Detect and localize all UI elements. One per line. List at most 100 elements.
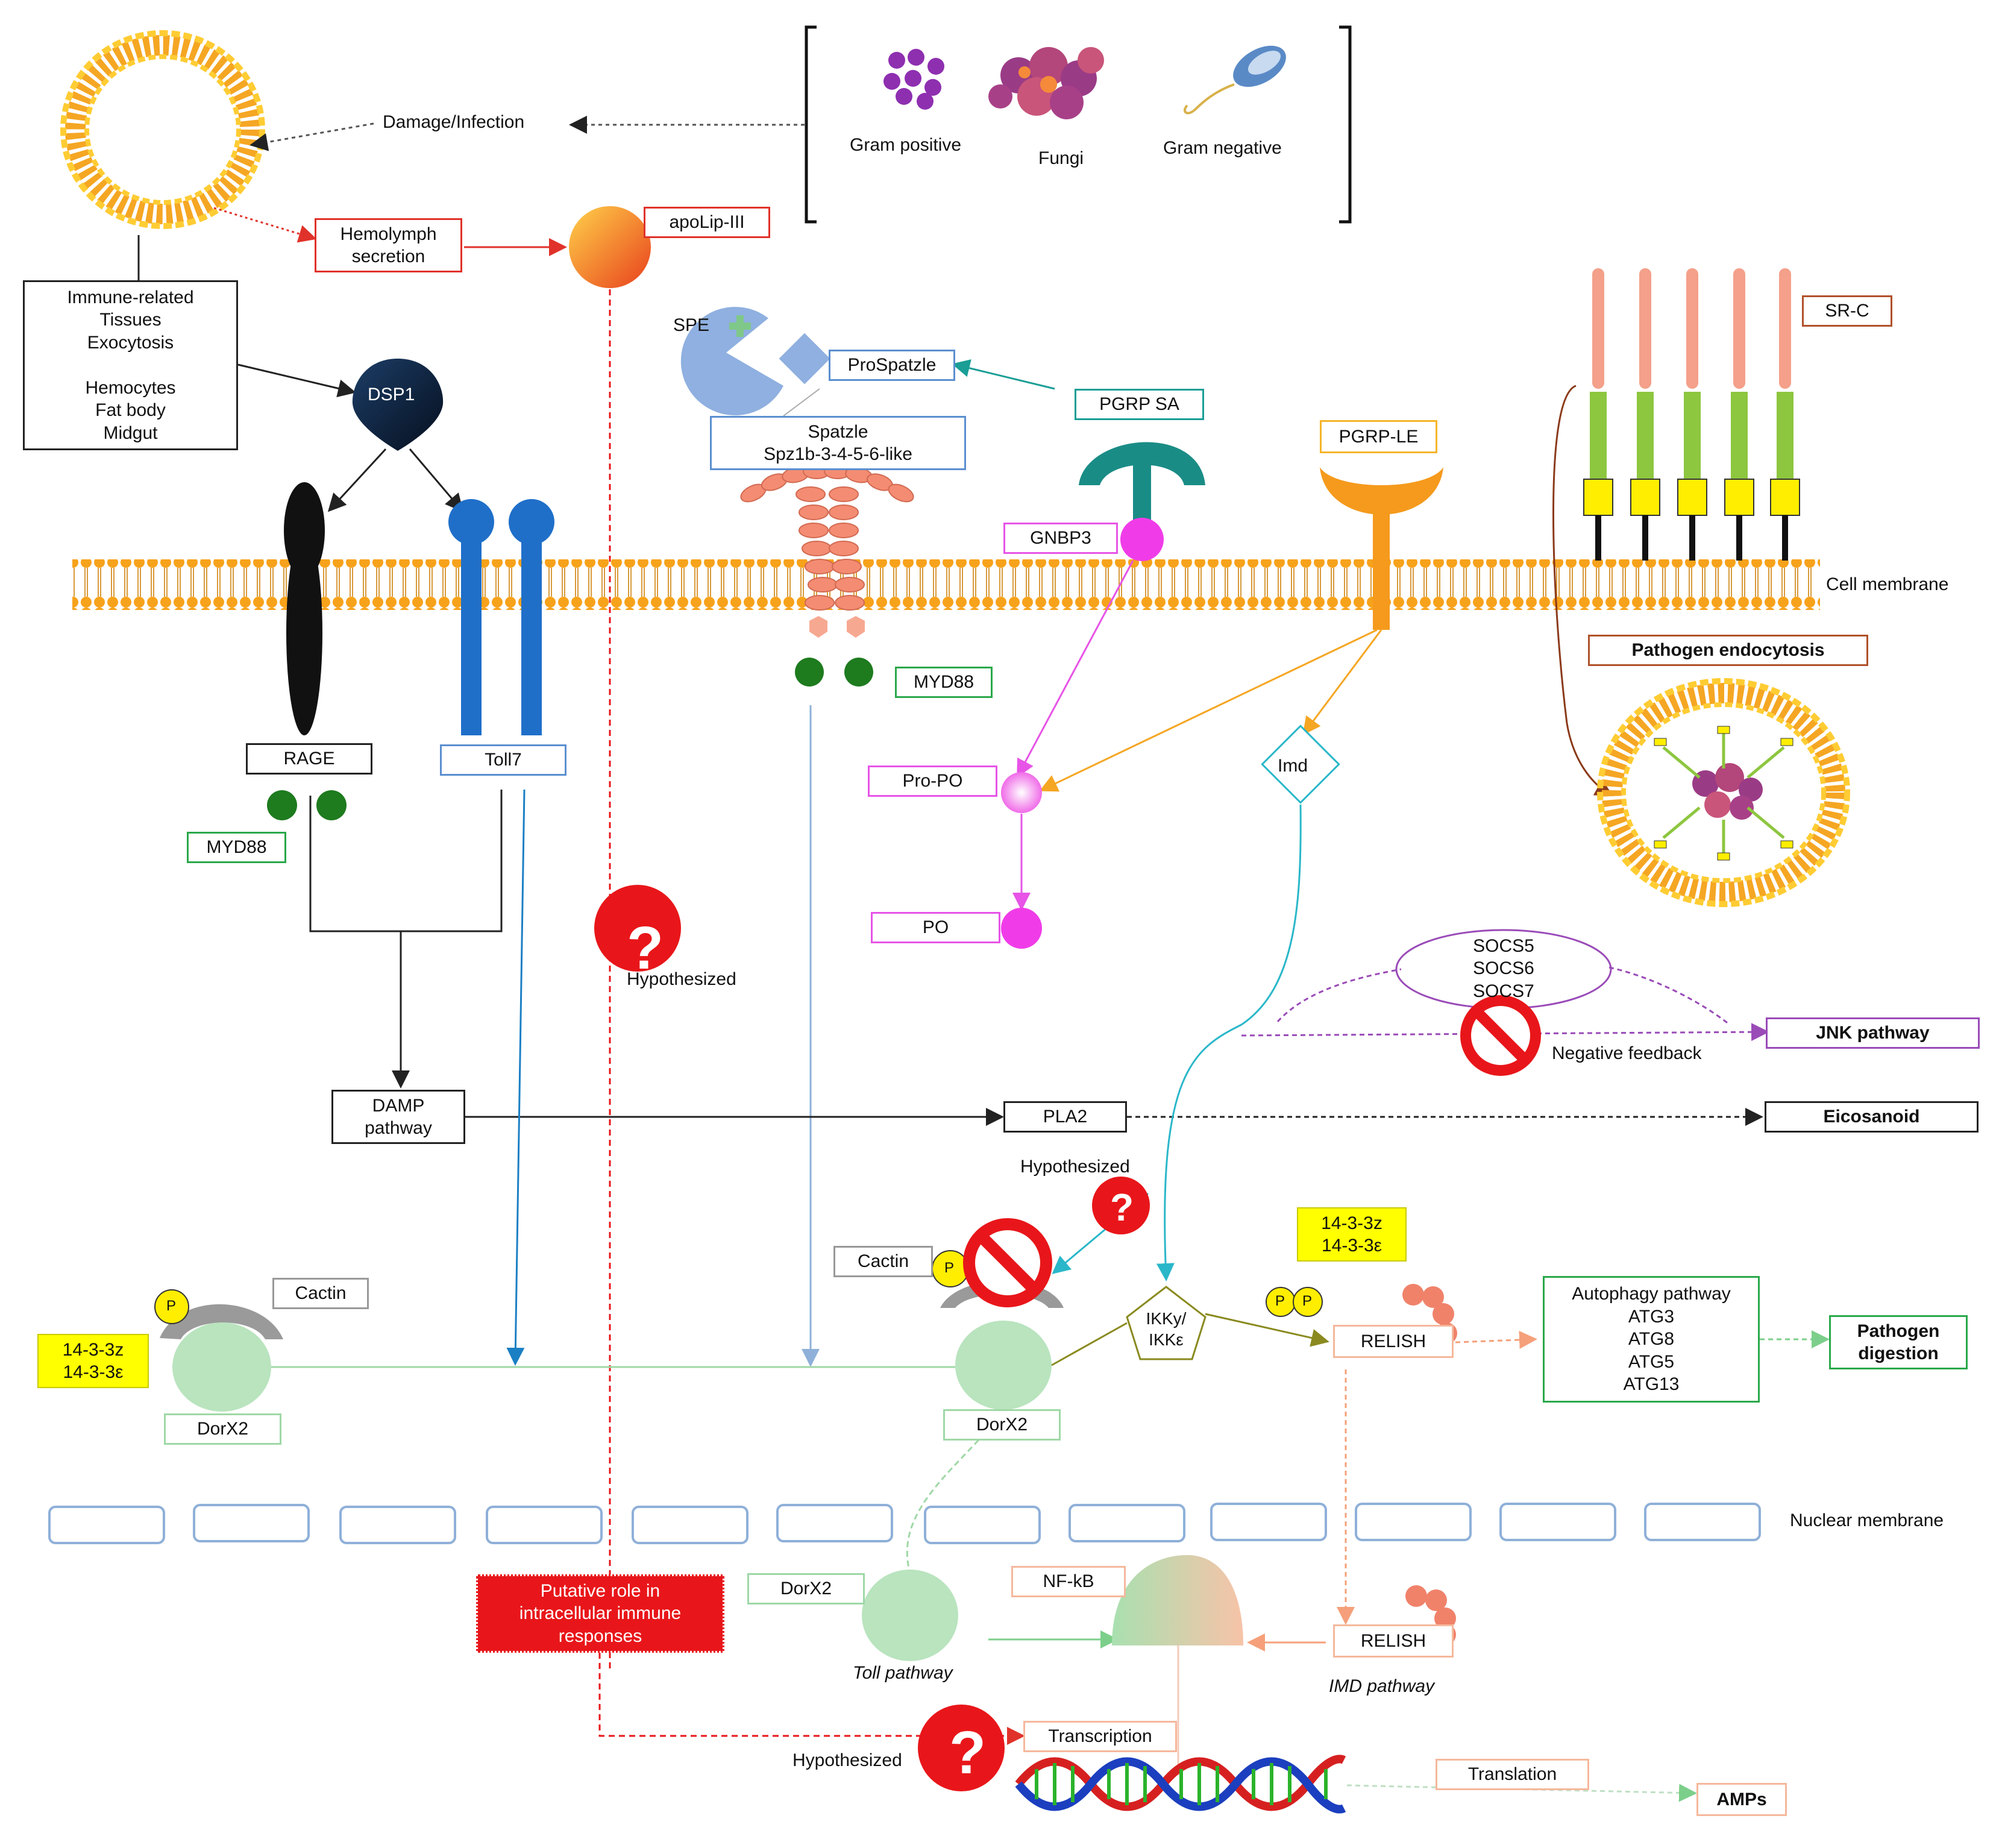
damp-pathway-box: DAMP pathway <box>331 1090 465 1144</box>
question-mark-circle-icon <box>1092 1177 1150 1234</box>
translation-box: Translation <box>1436 1759 1589 1790</box>
hemolymph-secretion-box: Hemolymph secretion <box>315 218 462 272</box>
hypothesized-label-1: Hypothesized <box>627 969 736 989</box>
dorx2-mid-box: DorX2 <box>943 1409 1061 1441</box>
damaged-cell-vesicle-icon <box>60 30 265 229</box>
spatzle-box: Spatzle Spz1b-3-4-5-6-like <box>710 416 966 470</box>
nf-kb-dome-icon <box>1112 1555 1243 1645</box>
jnk-pathway-box: JNK pathway <box>1766 1017 1980 1049</box>
toll7-receptor-icon <box>448 499 554 735</box>
immune-tissues-box: Immune-related Tissues Exocytosis Hemocy… <box>23 280 238 450</box>
myd88-mid-box: MYD88 <box>895 667 993 698</box>
pathogen-digestion-box: Pathogen digestion <box>1829 1315 1968 1369</box>
nuclear-membrane-label: Nuclear membrane <box>1790 1510 1944 1530</box>
14-3-3-right-badge: 14-3-3z 14-3-3ε <box>1297 1207 1407 1262</box>
gram-negative-label: Gram negative <box>1163 138 1282 158</box>
sr-c-box: SR-C <box>1802 295 1892 327</box>
toll7-box: Toll7 <box>440 744 566 776</box>
transcription-box: Transcription <box>1023 1721 1177 1752</box>
imd-pathway-label: IMD pathway <box>1329 1676 1435 1696</box>
dorx2-nuclear-box: DorX2 <box>747 1573 865 1604</box>
pgrp-sa-receptor-icon <box>1079 442 1205 530</box>
relish-top-box: RELISH <box>1333 1325 1454 1358</box>
cactin-left-icon <box>160 1304 283 1339</box>
question-mark-2: ? <box>1110 1186 1134 1229</box>
pgrp-le-box: PGRP-LE <box>1320 420 1437 453</box>
nuclear-membrane-pores <box>48 1503 1761 1544</box>
question-mark-3: ? <box>949 1719 987 1787</box>
dorx2-left-box: DorX2 <box>164 1413 281 1445</box>
prohibited-sign-icon <box>1460 995 1541 1076</box>
hypothesized-label-2: Hypothesized <box>1020 1157 1130 1177</box>
phospho-pair-2-label: P <box>1302 1293 1313 1309</box>
dsp1-icon <box>352 359 444 451</box>
damage-infection-label: Damage/Infection <box>383 112 525 132</box>
phospho-mid-label: P <box>944 1260 955 1276</box>
prospatzle-box: ProSpatzle <box>829 350 955 381</box>
spatzle-dimer-icon <box>740 464 914 611</box>
dsp1-label: DSP1 <box>368 385 415 404</box>
dorx2-nuclear-icon <box>862 1570 958 1661</box>
imd-label: Imd <box>1278 756 1308 776</box>
gnbp3-icon <box>1120 518 1164 561</box>
pro-po-box: Pro-PO <box>868 765 997 797</box>
prohibited-sign-icon <box>963 1218 1052 1307</box>
pro-po-icon <box>1001 772 1042 813</box>
nf-kb-box: NF-kB <box>1011 1566 1126 1597</box>
pla2-box: PLA2 <box>1003 1101 1127 1133</box>
toll-intracellular-domain-icon <box>809 616 865 638</box>
ikk-label: IKKy/ IKKε <box>1146 1309 1187 1349</box>
gram-negative-bacteria-icon <box>1184 45 1286 115</box>
fungi-icon <box>988 47 1104 119</box>
myd88-left-box: MYD88 <box>187 832 286 863</box>
ikk-pentagon-icon <box>1126 1286 1207 1360</box>
myd88-mid-icon <box>795 658 873 687</box>
putative-role-box: Putative role in intracellular immune re… <box>476 1574 724 1653</box>
amps-box: AMPs <box>1696 1783 1787 1816</box>
pathogen-bracket <box>805 25 817 224</box>
toll-pathway-label: Toll pathway <box>853 1663 953 1683</box>
negative-feedback-label: Negative feedback <box>1552 1043 1702 1063</box>
pgrp-le-receptor-icon <box>1320 467 1443 630</box>
rage-box: RAGE <box>246 743 372 775</box>
socs-label: SOCS5 SOCS6 SOCS7 <box>1473 935 1534 1001</box>
po-icon <box>1001 908 1042 949</box>
cactin-left-box: Cactin <box>272 1278 369 1309</box>
spe-label: SPE <box>673 315 710 335</box>
phospho-left-label: P <box>166 1298 177 1314</box>
gnbp3-box: GNBP3 <box>1003 523 1118 554</box>
question-mark-circle-icon <box>594 885 681 972</box>
phospho-pair-1-label: P <box>1275 1293 1285 1309</box>
relish-nuclear-box: RELISH <box>1333 1624 1454 1658</box>
cactin-mid-box: Cactin <box>833 1246 933 1277</box>
pathogen-endocytosis-box: Pathogen endocytosis <box>1588 635 1868 666</box>
imd-diamond-icon <box>1261 724 1340 804</box>
pgrp-sa-box: PGRP SA <box>1075 389 1204 420</box>
apolip-iii-box: apoLip-III <box>644 207 770 238</box>
question-mark-1: ? <box>627 914 664 982</box>
eicosanoid-box: Eicosanoid <box>1765 1101 1979 1133</box>
spe-icon <box>729 315 751 337</box>
14-3-3-left-badge: 14-3-3z 14-3-3ε <box>37 1334 149 1388</box>
dorx2-mid-icon <box>955 1321 1052 1410</box>
phospho-left-icon <box>154 1289 189 1324</box>
cell-membrane-label: Cell membrane <box>1826 574 1949 594</box>
autophagy-pathway-box: Autophagy pathway ATG3 ATG8 ATG5 ATG13 <box>1543 1276 1760 1403</box>
dorx2-left-icon <box>172 1322 271 1412</box>
fungi-label: Fungi <box>1038 148 1084 168</box>
pathogen-bracket-right <box>1339 25 1352 224</box>
gram-positive-bacteria-icon <box>883 49 944 110</box>
dna-helix-icon <box>1015 1755 1346 1814</box>
phospho-pair-2-icon <box>1293 1287 1323 1317</box>
hypothesized-label-3: Hypothesized <box>792 1750 902 1770</box>
rage-receptor-icon <box>284 482 325 735</box>
apolip-iii-icon <box>569 206 651 288</box>
myd88-left-icon <box>267 790 347 820</box>
sr-c-receptor-array-icon <box>1583 268 1800 561</box>
endocytosis-vesicle-icon <box>1597 678 1850 907</box>
cell-membrane-bilayer <box>72 559 1820 610</box>
gram-positive-label: Gram positive <box>850 135 962 155</box>
question-mark-circle-icon <box>918 1705 1005 1791</box>
